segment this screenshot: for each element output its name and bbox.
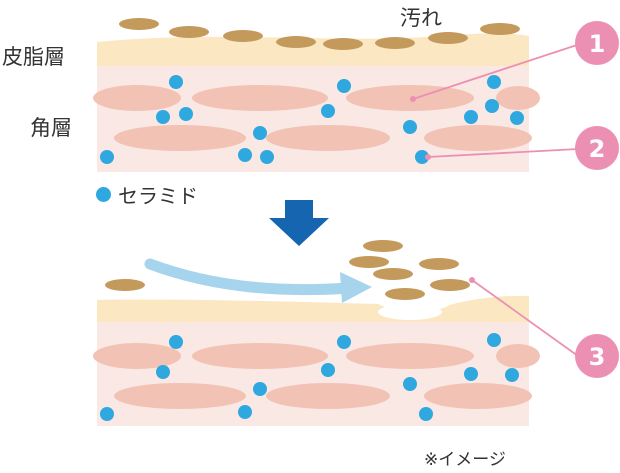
ceramide-dot: [464, 110, 478, 124]
cell: [93, 343, 181, 369]
ceramide-legend-label: セラミド: [118, 184, 198, 208]
marker-2-label: 2: [589, 135, 606, 163]
cell: [346, 343, 474, 369]
dirt-particle: [363, 240, 403, 252]
ceramide-dot: [505, 368, 519, 382]
top-panel: [93, 18, 581, 172]
ceramide-dot: [260, 150, 274, 164]
ceramide-dot: [487, 75, 501, 89]
cells-top: [93, 85, 540, 151]
ceramides-bottom: [100, 333, 519, 421]
dirt-particle: [223, 30, 263, 42]
marker-2: 2: [575, 126, 619, 170]
ceramide-dot: [403, 120, 417, 134]
dirt-particle: [385, 288, 425, 300]
ceramide-dot: [253, 382, 267, 396]
cell: [93, 85, 181, 111]
ceramide-dot: [238, 148, 252, 162]
dirt-particle: [119, 18, 159, 30]
flow-arrow-head: [340, 272, 372, 303]
dirt-particle: [276, 36, 316, 48]
ceramide-dot: [419, 407, 433, 421]
ceramides-top: [100, 75, 524, 164]
callout-anchor-2: [425, 154, 431, 160]
dirt-top: [119, 18, 520, 50]
ceramide-dot: [156, 110, 170, 124]
ceramide-dot: [337, 79, 351, 93]
dirt-lifted: [349, 240, 470, 300]
dirt-particle: [105, 279, 145, 291]
ceramide-legend-dot: [96, 187, 111, 202]
ceramide-dot: [403, 377, 417, 391]
stratum-corneum-label: 角層: [30, 116, 72, 140]
cell: [266, 125, 390, 151]
dirt-particle: [428, 32, 468, 44]
ceramide-dot: [487, 333, 501, 347]
cells-bottom: [93, 343, 540, 409]
lifted-sebum-bubble: [406, 296, 450, 310]
ceramide-dot: [337, 335, 351, 349]
cell: [424, 125, 532, 151]
dirt-particle: [480, 23, 520, 35]
dirt-particle: [349, 256, 389, 268]
marker-1-label: 1: [589, 30, 606, 58]
callout-anchor-1: [410, 96, 416, 102]
ceramide-dot: [100, 407, 114, 421]
cell: [114, 125, 246, 151]
cell: [496, 344, 540, 368]
ceramide-dot: [321, 363, 335, 377]
ceramide-dot: [485, 99, 499, 113]
transition-arrow-down: [269, 200, 329, 246]
cell: [192, 343, 328, 369]
ceramide-dot: [156, 365, 170, 379]
ceramide-dot: [321, 104, 335, 118]
dirt-particle: [419, 258, 459, 270]
ceramide-dot: [179, 107, 193, 121]
callout-line-2: [427, 148, 579, 158]
cell: [496, 86, 540, 110]
sebum-layer-bottom: [97, 295, 529, 322]
callout-line-1: [412, 43, 581, 100]
image-note: ※イメージ: [424, 450, 506, 470]
flow-arrow: [144, 258, 356, 296]
dirt-particle: [323, 38, 363, 50]
ceramide-dot: [253, 126, 267, 140]
callout-line-3: [471, 279, 579, 357]
cell: [114, 383, 246, 409]
marker-3: 3: [575, 334, 619, 378]
ceramide-dot: [100, 150, 114, 164]
ceramide-dot: [169, 75, 183, 89]
ceramide-dot: [169, 335, 183, 349]
sebum-layer-top: [97, 33, 529, 66]
marker-1: 1: [575, 21, 619, 65]
ceramide-dot: [238, 405, 252, 419]
cell: [346, 85, 474, 111]
callout-anchor-3: [469, 277, 475, 283]
bottom-panel: [93, 240, 579, 426]
marker-3-label: 3: [589, 343, 606, 371]
cell: [424, 383, 532, 409]
dirt-label: 汚れ: [400, 6, 442, 30]
ceramide-dot: [415, 150, 429, 164]
dirt-particle: [373, 268, 413, 280]
dirt-particle: [430, 279, 470, 291]
cell: [266, 383, 390, 409]
cell: [192, 85, 328, 111]
sebum-layer-label: 皮脂層: [2, 45, 65, 69]
ceramide-dot: [510, 111, 524, 125]
dirt-particle: [375, 37, 415, 49]
dirt-particle: [169, 26, 209, 38]
ceramide-dot: [464, 367, 478, 381]
